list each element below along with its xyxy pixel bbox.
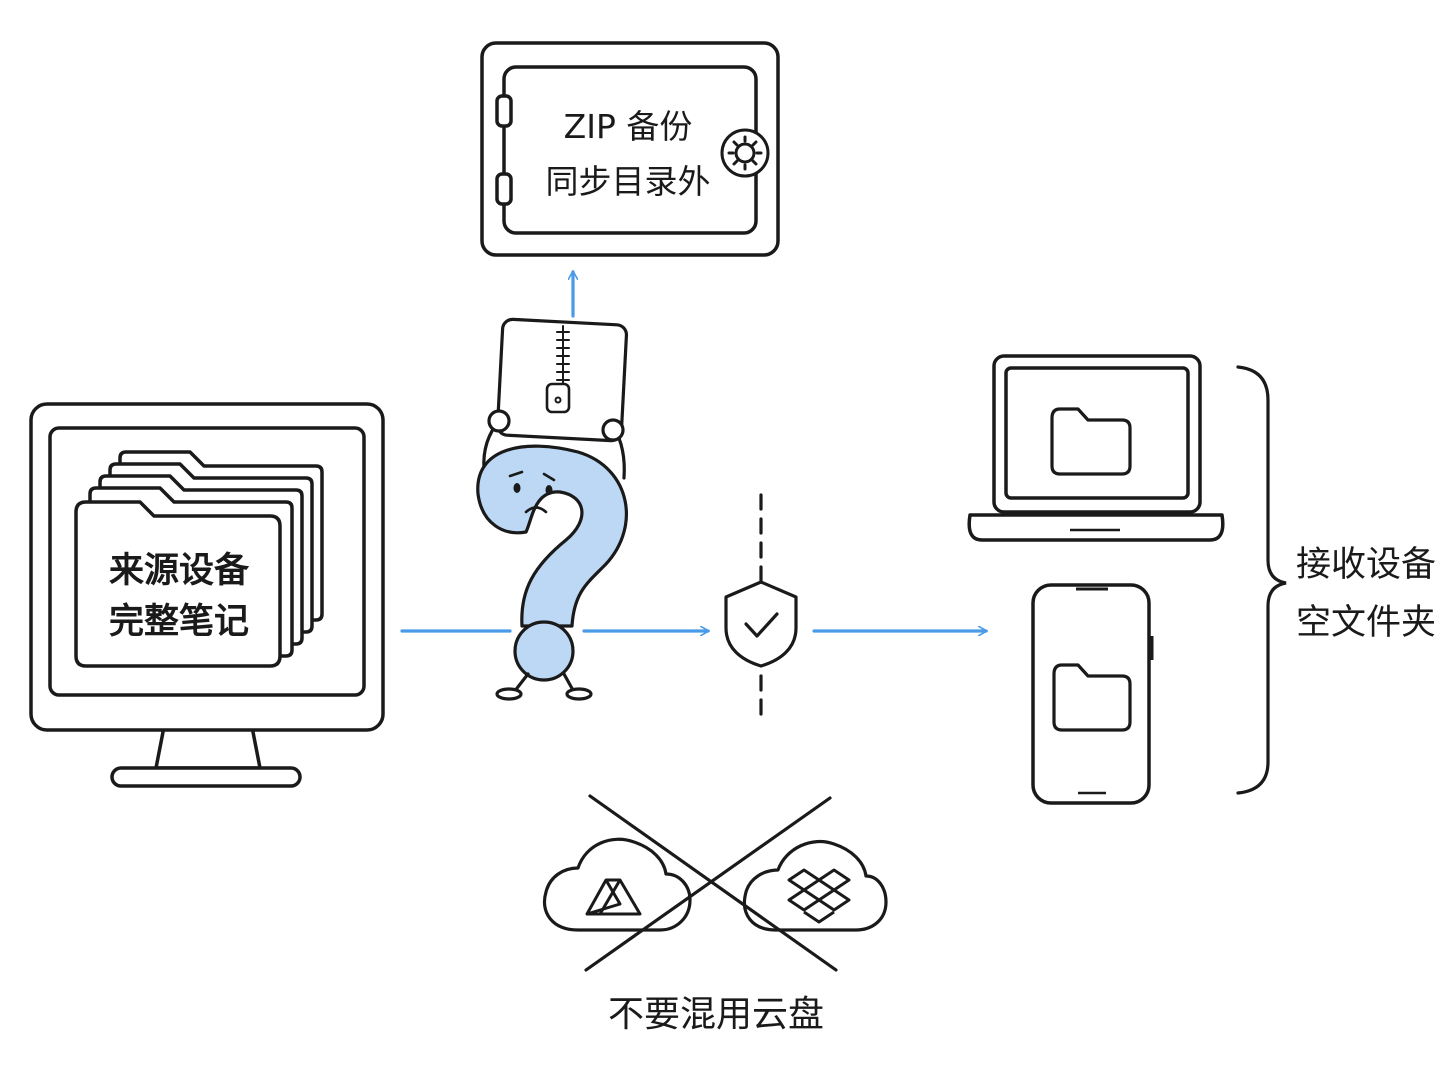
receiver-line2: 空文件夹 (1296, 603, 1436, 643)
shield-check-icon (724, 493, 798, 726)
dropbox-cloud-icon (743, 839, 888, 932)
source-line1: 来源设备 (109, 551, 250, 591)
folder-stack-icon (74, 450, 324, 668)
question-mark-mascot (476, 317, 629, 701)
brace-icon (1236, 365, 1287, 795)
google-drive-cloud-icon (543, 837, 692, 932)
safe-icon (480, 41, 780, 257)
receiver-line1: 接收设备 (1296, 545, 1436, 585)
gear-icon (720, 128, 770, 178)
cross-out-icon (584, 794, 838, 972)
backup-line2: 同步目录外 (546, 162, 711, 201)
backup-line1: ZIP 备份 (564, 107, 693, 146)
phone-folder-icon (1052, 663, 1132, 732)
flow-arrows (400, 272, 986, 631)
zip-file-icon (495, 317, 629, 443)
source-line2: 完整笔记 (109, 601, 249, 642)
warning-label: 不要混用云盘 (608, 994, 824, 1035)
laptop-folder-icon (1050, 407, 1132, 476)
